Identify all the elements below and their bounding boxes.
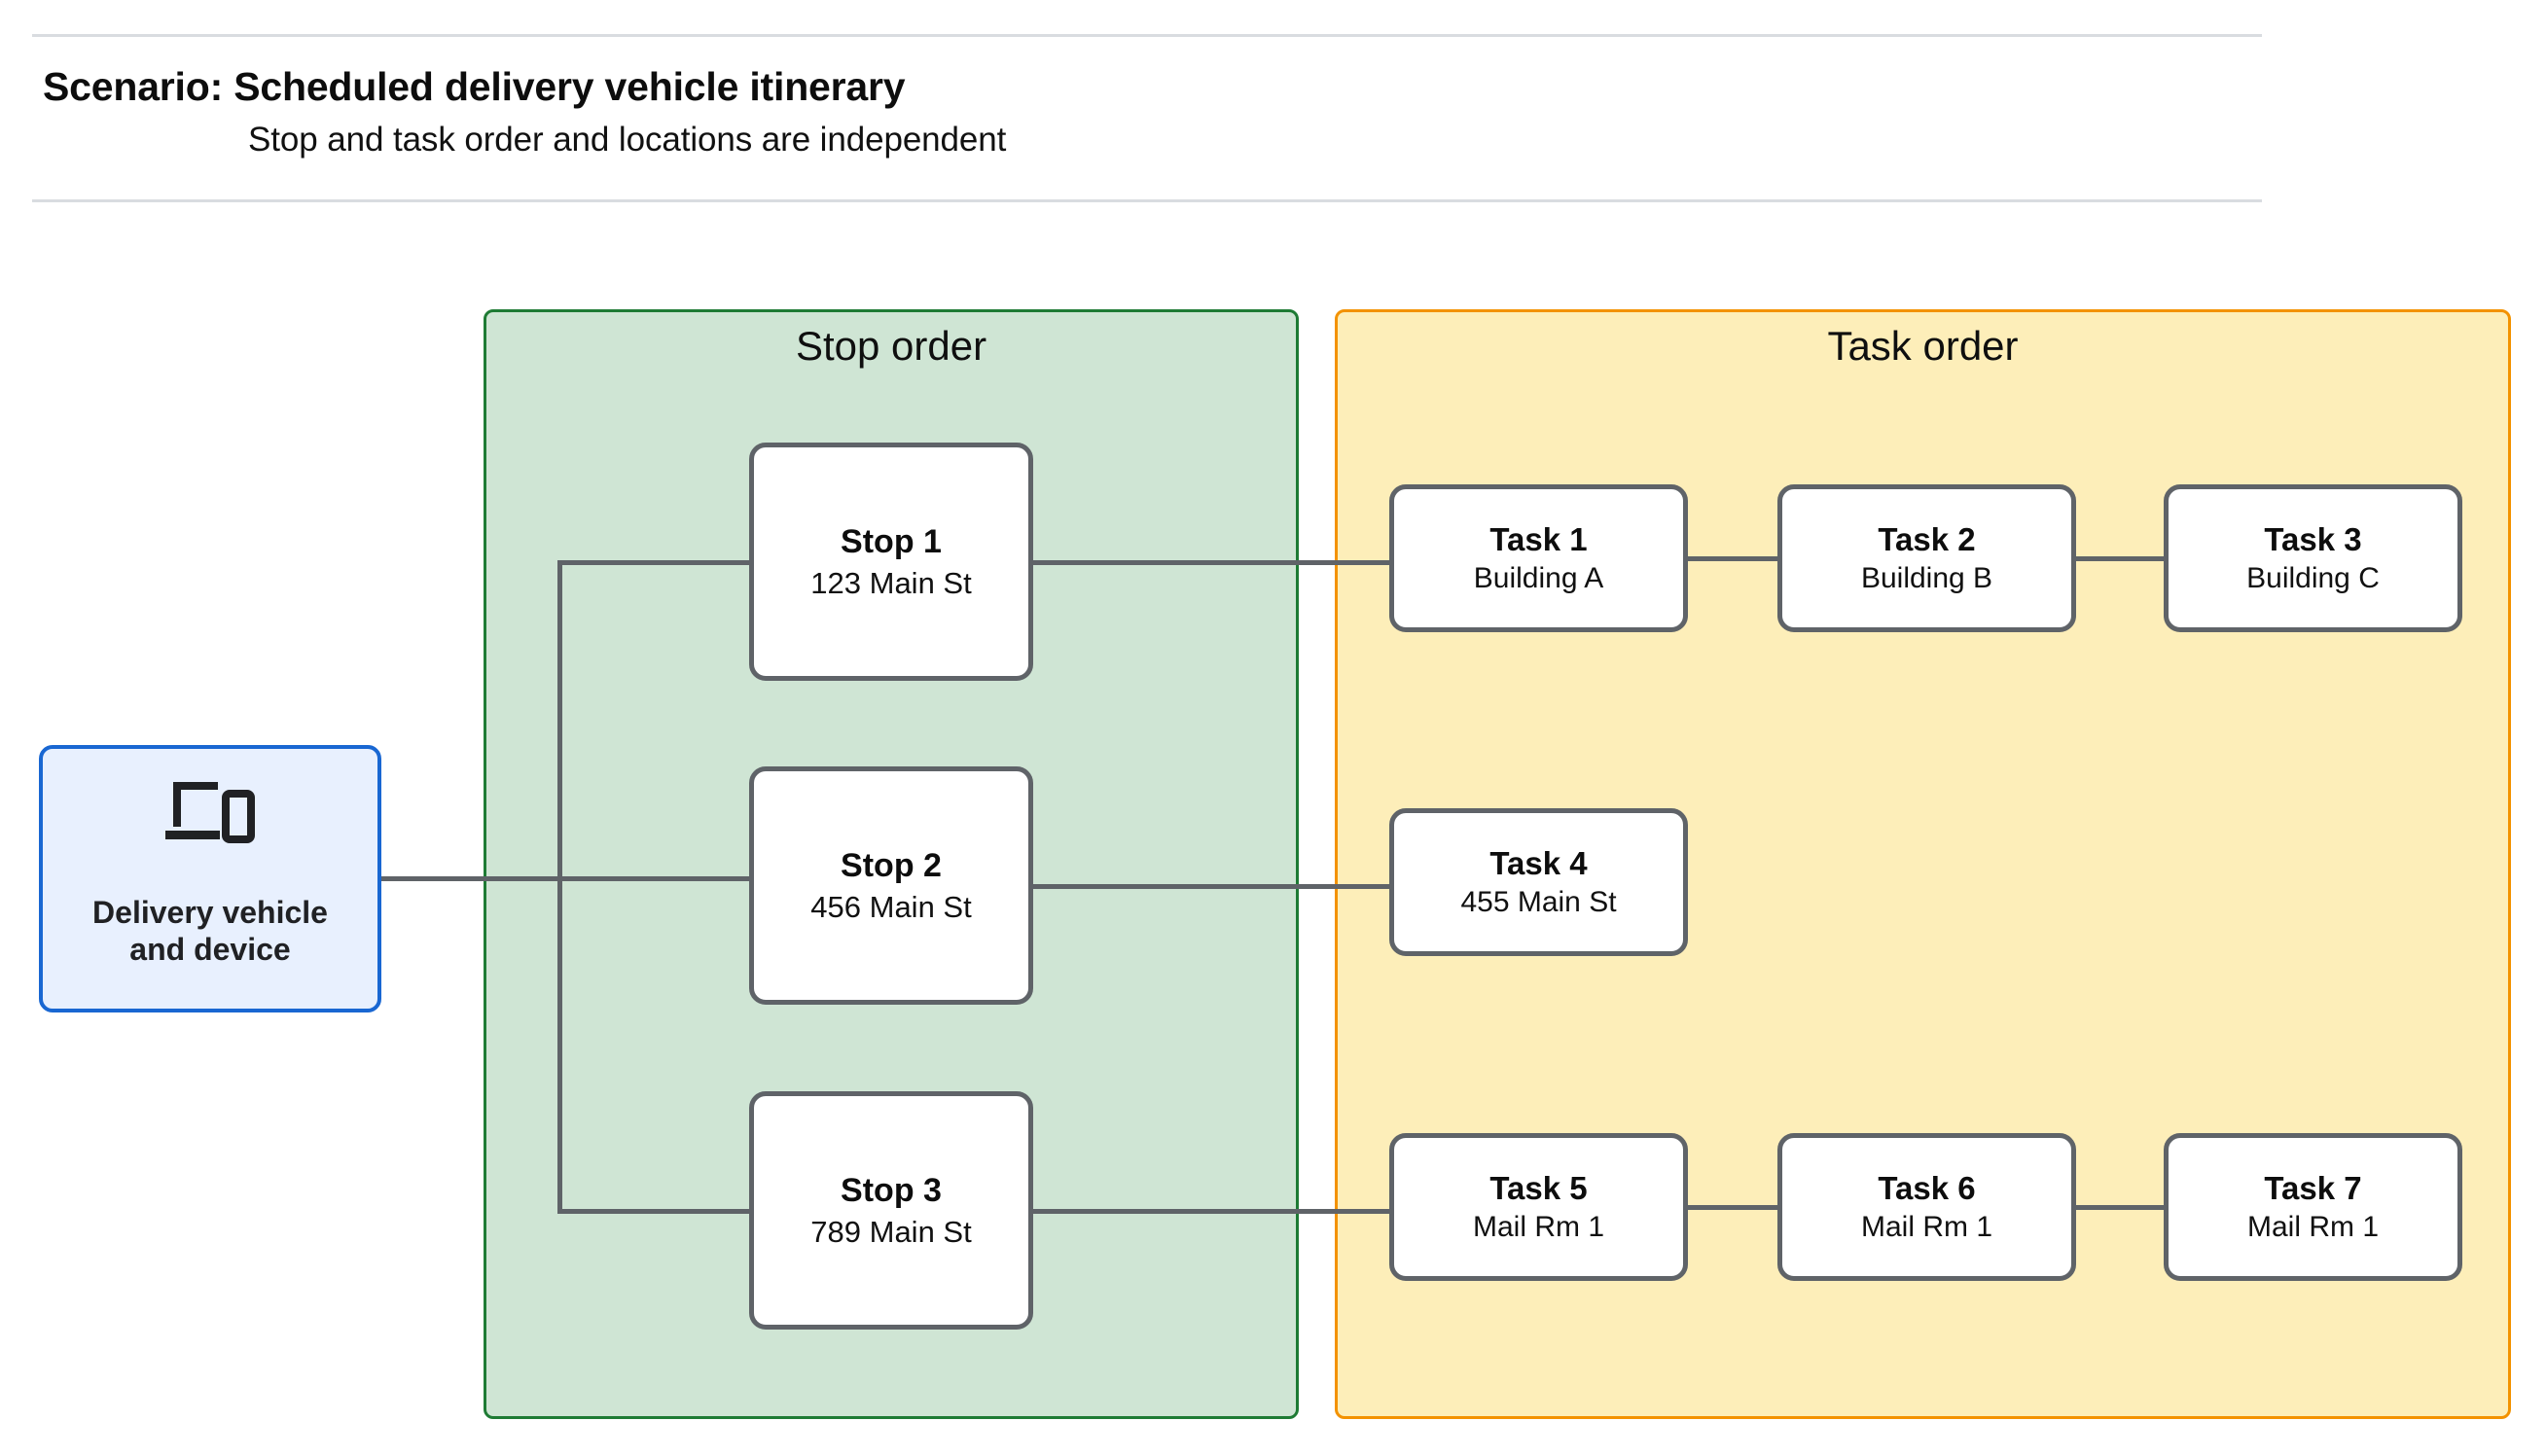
connector-stop-1-to-task-1 [1028,560,1394,565]
stop-title: Stop 3 [841,1172,942,1209]
task-title: Task 1 [1489,520,1588,557]
connector-task-6-to-task-7 [2071,1205,2169,1210]
task-location: Building C [2246,562,2380,595]
header-divider-top [32,34,2262,37]
page-title: Scenario: Scheduled delivery vehicle iti… [43,64,906,109]
connector-vehicle-to-spine [381,876,562,881]
task-node-3[interactable]: Task 3 Building C [2164,484,2462,632]
task-node-1[interactable]: Task 1 Building A [1389,484,1688,632]
connector-task-5-to-task-6 [1683,1205,1782,1210]
task-location: Mail Rm 1 [1860,1211,1992,1244]
delivery-vehicle-node[interactable]: Delivery vehicle and device [39,745,381,1012]
stop-node-2[interactable]: Stop 2 456 Main St [749,766,1033,1005]
task-node-2[interactable]: Task 2 Building B [1777,484,2076,632]
stop-node-1[interactable]: Stop 1 123 Main St [749,443,1033,681]
stop-address: 456 Main St [810,889,972,924]
connector-stop-3-to-task-5 [1028,1209,1394,1214]
connector-task-1-to-task-2 [1683,556,1782,561]
task-title: Task 7 [2264,1169,2362,1206]
task-node-6[interactable]: Task 6 Mail Rm 1 [1777,1133,2076,1281]
connector-stop-2-to-task-4 [1028,884,1394,889]
task-location: 455 Main St [1460,886,1617,919]
task-title: Task 5 [1489,1169,1588,1206]
task-location: Mail Rm 1 [1472,1211,1604,1244]
task-title: Task 2 [1878,520,1976,557]
task-location: Building B [1860,562,1993,595]
stop-address: 123 Main St [810,565,972,600]
stop-node-3[interactable]: Stop 3 789 Main St [749,1091,1033,1330]
task-node-4[interactable]: Task 4 455 Main St [1389,808,1688,956]
task-title: Task 6 [1878,1169,1976,1206]
stop-address: 789 Main St [810,1214,972,1249]
connector-task-2-to-task-3 [2071,556,2169,561]
lane-title-stop-order: Stop order [795,323,987,369]
task-title: Task 3 [2264,520,2362,557]
task-location: Mail Rm 1 [2246,1211,2379,1244]
lane-title-task-order: Task order [1827,323,2019,369]
task-node-7[interactable]: Task 7 Mail Rm 1 [2164,1133,2462,1281]
stop-title: Stop 2 [841,847,942,884]
delivery-vehicle-label: Delivery vehicle and device [92,895,328,967]
header-divider-bottom [32,199,2262,202]
task-location: Building A [1473,562,1604,595]
task-title: Task 4 [1489,844,1588,881]
connector-stop-spine [557,560,562,1214]
connector-spine-to-stop-2 [557,876,754,881]
devices-icon [165,782,255,844]
connector-spine-to-stop-3 [557,1209,754,1214]
task-node-5[interactable]: Task 5 Mail Rm 1 [1389,1133,1688,1281]
connector-spine-to-stop-1 [557,560,754,565]
stop-title: Stop 1 [841,523,942,560]
page-subtitle: Stop and task order and locations are in… [248,121,1007,159]
